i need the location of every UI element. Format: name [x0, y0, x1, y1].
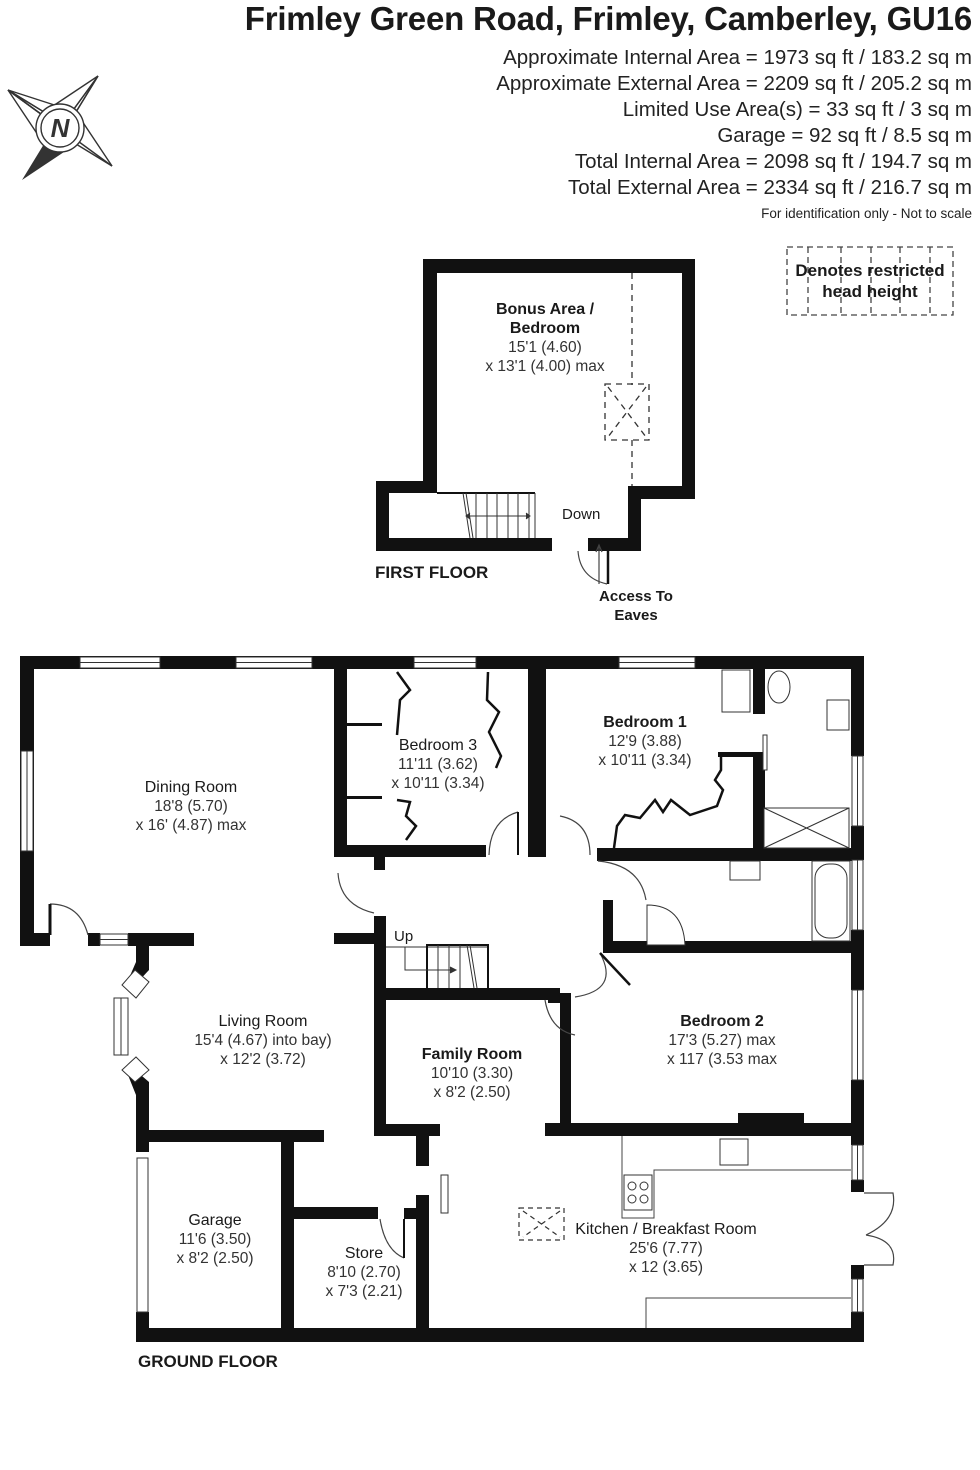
- area-limited-use: Limited Use Area(s) = 33 sq ft / 3 sq m: [622, 98, 972, 121]
- room-living: Living Room 15'4 (4.67) into bay) x 12'2…: [194, 1013, 332, 1068]
- area-garage: Garage = 92 sq ft / 8.5 sq m: [717, 124, 972, 147]
- room-kitchen-breakfast: Kitchen / Breakfast Room 25'6 (7.77) x 1…: [575, 1221, 757, 1276]
- ground-floor-label: GROUND FLOOR: [138, 1352, 278, 1371]
- room-dining: Dining Room 18'8 (5.70) x 16' (4.87) max: [135, 779, 247, 834]
- first-floor-label: FIRST FLOOR: [375, 563, 489, 582]
- property-title: Frimley Green Road, Frimley, Camberley, …: [244, 0, 972, 37]
- room-bedroom-2: Bedroom 2 17'3 (5.27) max x 117 (3.53 ma…: [667, 1013, 777, 1068]
- stairs-down-label: Down: [562, 506, 601, 523]
- svg-text:N: N: [51, 113, 71, 143]
- room-bonus-area: Bonus Area / Bedroom 15'1 (4.60) x 13'1 …: [485, 301, 605, 375]
- windows: [20, 656, 864, 1313]
- restricted-height-legend: Denotes restricted head height: [786, 246, 954, 316]
- area-total-internal: Total Internal Area = 2098 sq ft / 194.7…: [574, 150, 972, 173]
- area-external: Approximate External Area = 2209 sq ft /…: [496, 72, 972, 95]
- scale-disclaimer: For identification only - Not to scale: [761, 206, 972, 221]
- room-family: Family Room 10'10 (3.30) x 8'2 (2.50): [421, 1046, 523, 1101]
- compass-north-icon: N: [7, 75, 113, 180]
- area-total-external: Total External Area = 2334 sq ft / 216.7…: [568, 176, 972, 199]
- room-garage: Garage 11'6 (3.50) x 8'2 (2.50): [176, 1212, 254, 1267]
- access-to-eaves-label: Access To Eaves: [599, 588, 673, 624]
- stairs-up-label: Up: [394, 928, 414, 945]
- first-floor-walls: [376, 259, 695, 551]
- legend-line-2: head height: [822, 282, 918, 301]
- legend-line-1: Denotes restricted: [795, 261, 945, 280]
- room-bedroom-1: Bedroom 1 12'9 (3.88) x 10'11 (3.34): [598, 714, 692, 769]
- area-internal: Approximate Internal Area = 1973 sq ft /…: [503, 46, 972, 69]
- area-summary: Approximate Internal Area = 1973 sq ft /…: [496, 45, 972, 225]
- ground-floor-walls: [20, 656, 864, 1342]
- room-store: Store 8'10 (2.70) x 7'3 (2.21): [325, 1245, 403, 1300]
- room-bedroom-3: Bedroom 3 11'11 (3.62) x 10'11 (3.34): [391, 737, 485, 792]
- door-swings: [48, 811, 895, 1266]
